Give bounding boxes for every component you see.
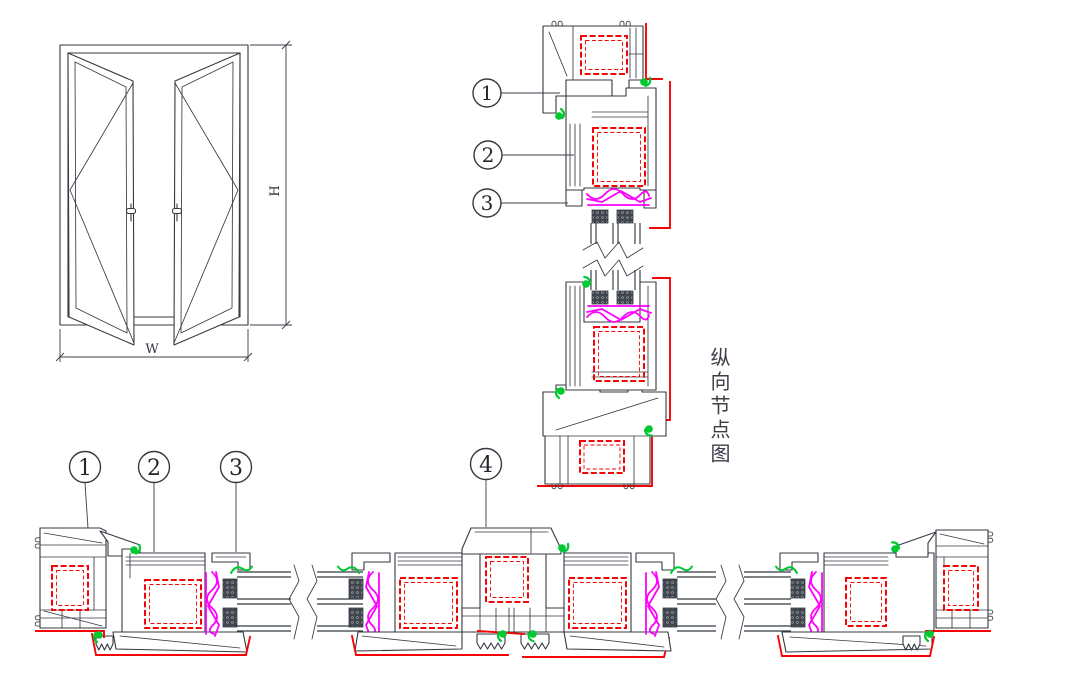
spacer-block	[790, 607, 806, 628]
hsec-callout-1: 1	[68, 450, 102, 529]
glazing-gasket	[808, 571, 823, 637]
steel-reinforcement	[943, 565, 979, 611]
steel-reinforcement	[580, 35, 628, 75]
glass-panes	[237, 571, 363, 632]
vertical-section: 1 2 3	[472, 20, 671, 490]
steel-reinforcement	[485, 556, 529, 603]
steel-reinforcement	[568, 577, 627, 629]
sash-right	[779, 552, 935, 653]
glazing-gasket-top	[586, 188, 652, 206]
sash-mid-right	[563, 552, 675, 652]
sash-mid-left	[351, 552, 463, 652]
elevation-view: H W	[55, 40, 292, 362]
steel-reinforcement	[592, 127, 646, 187]
spacer-block	[222, 607, 238, 628]
vsec-callout-2-number: 2	[482, 143, 495, 167]
sash-left	[95, 548, 251, 653]
exterior-line-red	[90, 632, 252, 656]
mullion-cap	[461, 527, 562, 555]
hsec-callout-2-number: 2	[147, 456, 161, 481]
hsec-callout-2: 2	[137, 450, 171, 552]
frame-sill-profile	[542, 380, 667, 490]
spacer-block	[591, 209, 609, 224]
exterior-line-red	[649, 81, 671, 229]
break-symbol	[306, 564, 318, 640]
glass-panes	[590, 223, 641, 290]
steel-reinforcement	[399, 577, 458, 629]
spacer-block	[591, 290, 609, 305]
hsec-callout-1-number: 1	[78, 456, 92, 481]
break-symbol	[582, 259, 644, 277]
glass-panes	[677, 571, 791, 632]
horizontal-section: 1 2 3 4	[34, 447, 994, 658]
height-dim-label: H	[268, 185, 283, 196]
vsec-callout-1-number: 1	[481, 81, 494, 105]
exterior-line-red	[35, 630, 105, 638]
vsec-callout-1: 1	[472, 78, 560, 108]
swing-symbol-right	[173, 82, 239, 344]
height-dimension: H	[250, 40, 292, 330]
vsec-callout-3: 3	[472, 188, 568, 218]
spacer-block	[662, 607, 678, 628]
spacer-block	[348, 578, 364, 599]
glazing-bead	[635, 552, 675, 571]
mullion-center	[461, 527, 566, 650]
spacer-block	[616, 290, 634, 305]
hsec-callout-4: 4	[469, 447, 503, 527]
spacer-block	[348, 607, 364, 628]
door-handle-icon-left	[125, 203, 137, 222]
break-symbol	[733, 564, 745, 640]
hsec-callout-3: 3	[219, 450, 253, 552]
steel-reinforcement	[51, 565, 89, 611]
spacer-block	[790, 578, 806, 599]
break-symbol	[582, 241, 644, 259]
frame-jamb-right	[895, 529, 994, 629]
hsec-callout-3-number: 3	[229, 456, 243, 481]
spacer-block	[662, 578, 678, 599]
glazing-gasket	[365, 571, 380, 637]
door-handle-icon-right	[171, 203, 183, 222]
break-symbol	[288, 564, 300, 640]
width-dim-label: W	[145, 342, 159, 357]
break-symbol	[715, 564, 727, 640]
width-dimension: W	[55, 329, 253, 362]
steel-reinforcement	[579, 440, 625, 474]
sash-exterior-flange	[354, 631, 463, 652]
frame-head-profile	[542, 20, 644, 114]
exterior-line-red	[350, 634, 509, 656]
hsec-callout-4-number: 4	[479, 453, 493, 478]
glazing-bead	[211, 552, 251, 571]
exterior-line-red	[776, 634, 936, 657]
vertical-section-caption: 纵向节点图	[707, 347, 731, 467]
glazing-gasket	[645, 571, 660, 637]
steel-reinforcement	[144, 579, 202, 629]
frame-outer	[59, 44, 249, 326]
spacer-block	[616, 209, 634, 224]
vsec-callout-3-number: 3	[481, 191, 494, 215]
sash-bottom-profile	[565, 281, 657, 391]
left-sash	[67, 52, 135, 346]
spacer-block	[222, 578, 238, 599]
steel-reinforcement	[593, 326, 645, 382]
vsec-callout-2: 2	[473, 140, 574, 170]
steel-reinforcement	[845, 577, 887, 627]
swing-symbol-left	[69, 82, 135, 344]
glazing-bead	[351, 552, 391, 571]
glazing-gasket	[205, 571, 220, 637]
right-sash	[173, 52, 241, 346]
exterior-line-red	[645, 23, 663, 80]
